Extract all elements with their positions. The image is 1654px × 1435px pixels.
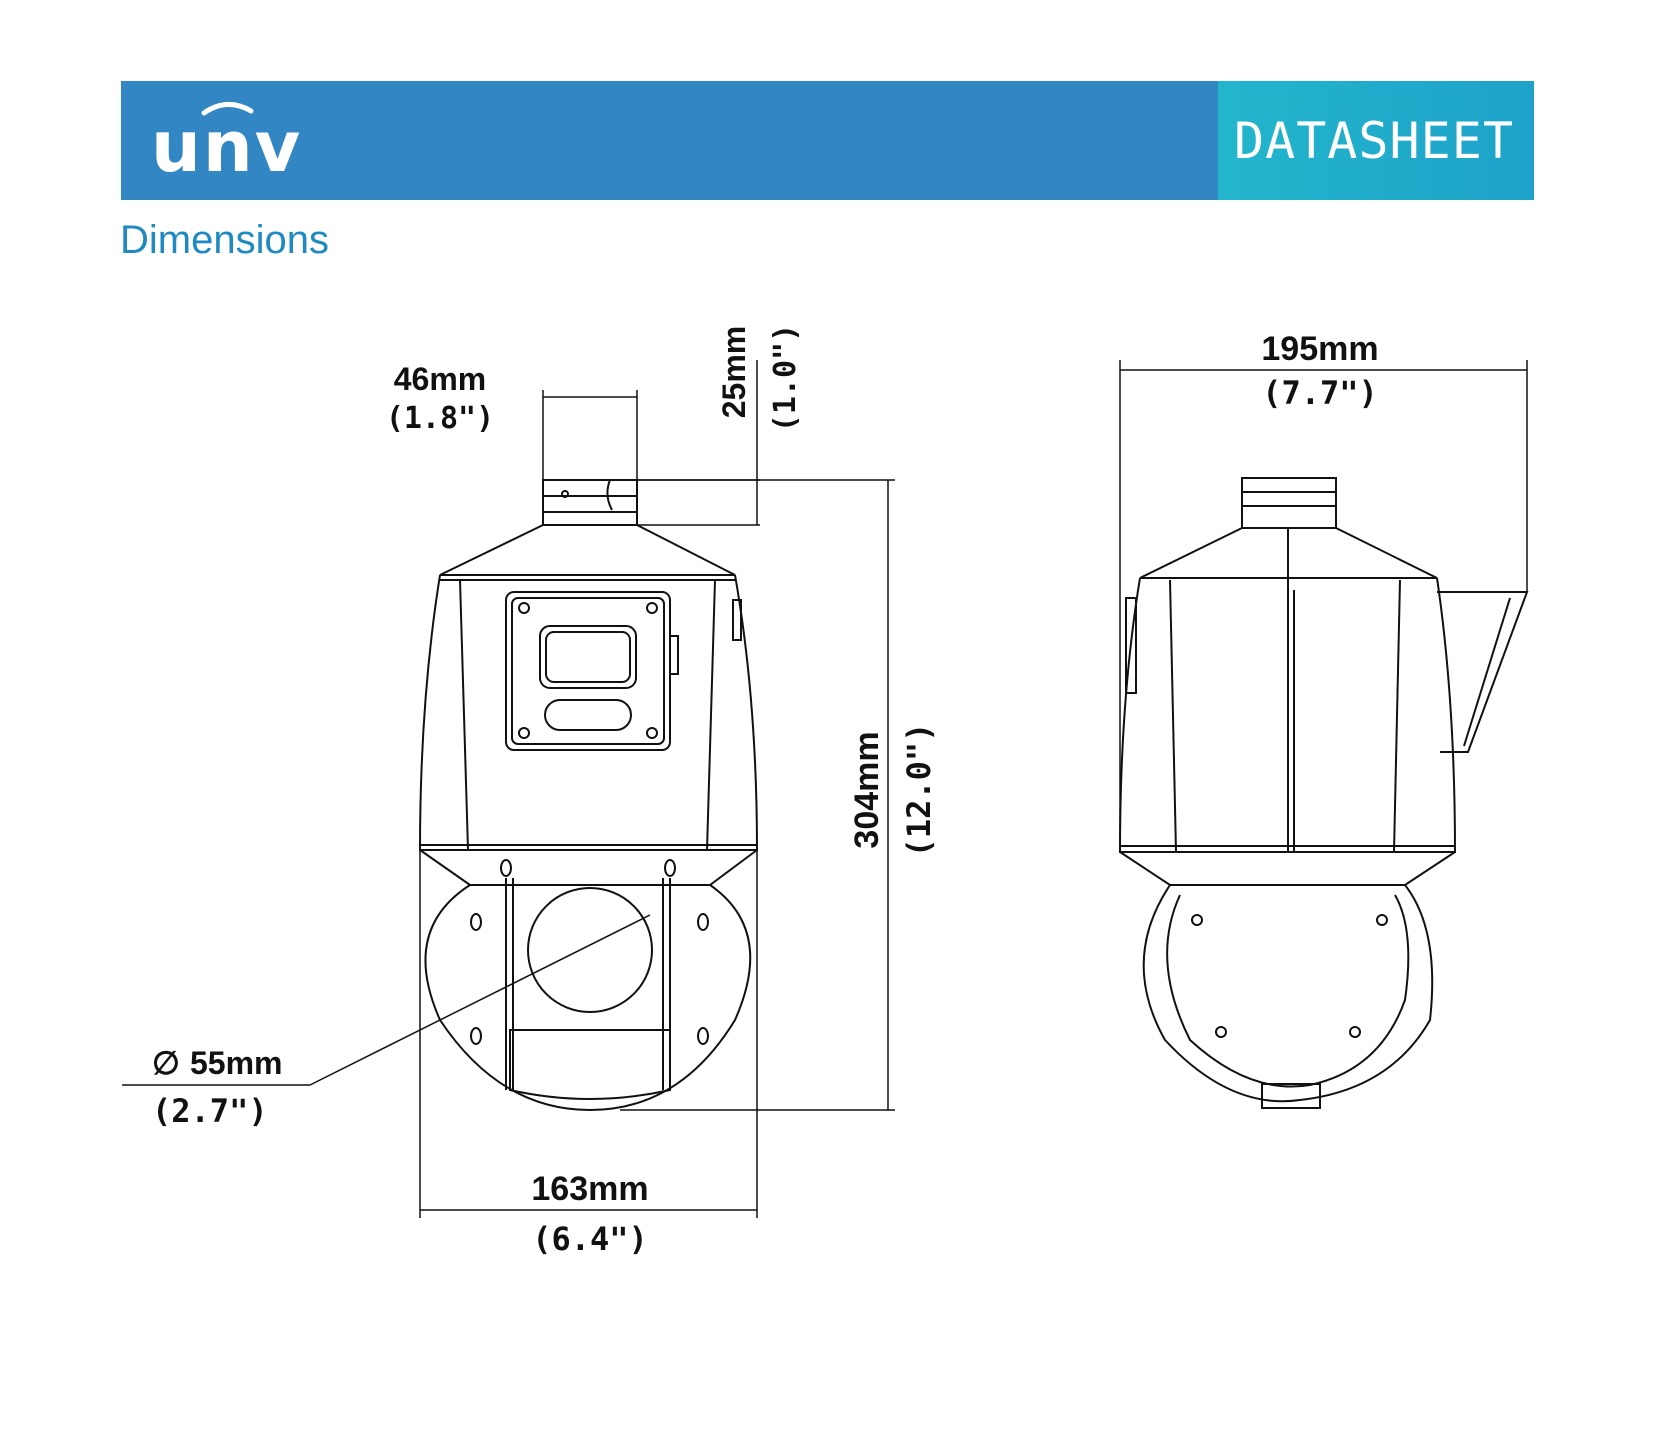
width-body-inch: (6.4") <box>532 1220 648 1258</box>
width-top-inch: (1.8") <box>386 401 494 436</box>
lens-diameter-symbol: ∅ <box>152 1045 180 1081</box>
width-body-mm: 163mm <box>531 1170 648 1208</box>
dimension-labels: 46mm (1.8") 25mm (1.0") 304mm (12.0") 16… <box>152 324 1379 1258</box>
lens-diameter-mm: 55mm <box>190 1045 283 1081</box>
height-top-inch: (1.0") <box>768 324 803 432</box>
side-view-camera <box>1118 477 1529 1109</box>
height-top-mm: 25mm <box>716 326 752 419</box>
lens-diameter-inch: (2.7") <box>152 1092 268 1130</box>
section-title: Dimensions <box>120 218 329 262</box>
height-total-mm: 304mm <box>848 731 886 848</box>
datasheet-label: DATASHEET <box>1234 111 1514 170</box>
front-view-camera <box>418 479 759 1112</box>
side-dimension-lines <box>1119 360 1528 852</box>
side-depth-inch: (7.7") <box>1262 374 1378 412</box>
unv-logo: unv <box>151 102 299 186</box>
datasheet-tag: DATASHEET <box>1218 81 1534 200</box>
header-brand-bar: unv <box>121 81 1218 200</box>
width-top-mm: 46mm <box>394 361 487 397</box>
front-dimension-lines <box>122 360 895 1218</box>
height-total-inch: (12.0") <box>900 723 938 858</box>
datasheet-header: unv DATASHEET <box>121 81 1534 200</box>
svg-text:unv: unv <box>151 106 299 186</box>
side-depth-mm: 195mm <box>1261 330 1378 368</box>
